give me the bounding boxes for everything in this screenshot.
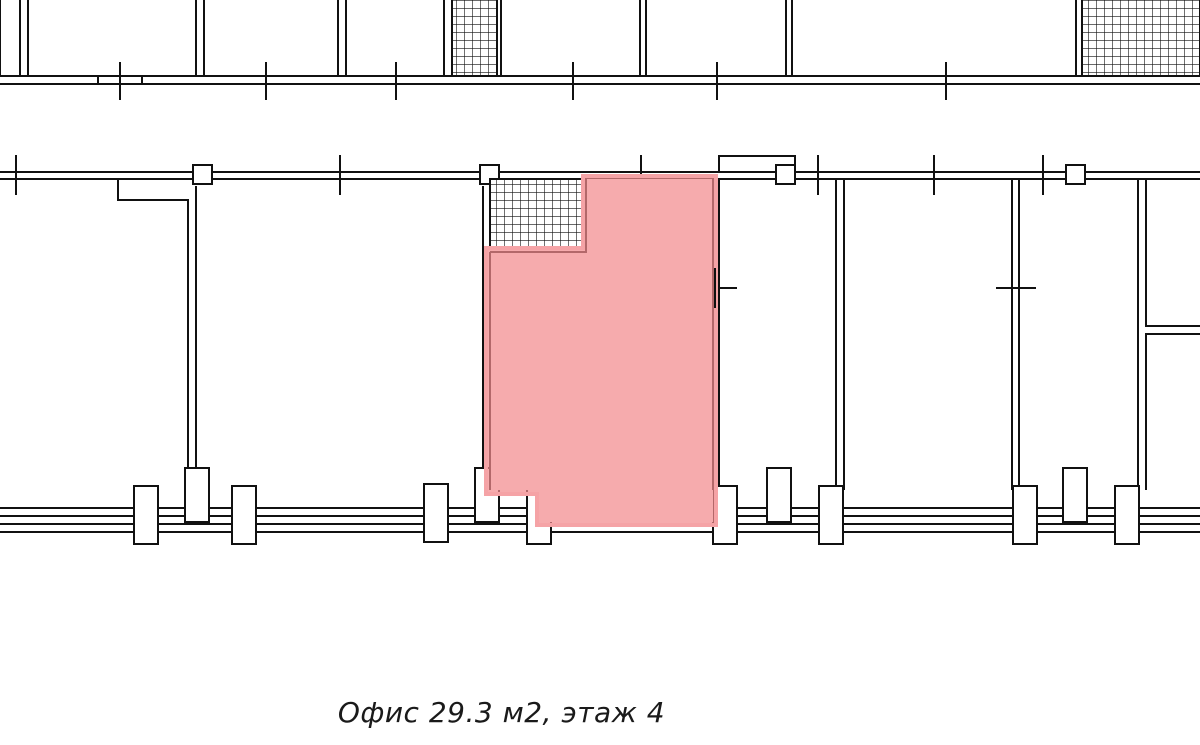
top-door-ticks — [97, 62, 947, 100]
top-hatched-shaft-1 — [451, 0, 498, 77]
corridor-niche — [718, 155, 796, 172]
top-hatched-shaft-2 — [1081, 0, 1200, 77]
plan-caption: Офис 29.3 м2, этаж 4 — [337, 696, 666, 729]
highlighted-office-area[interactable] — [484, 174, 718, 527]
room-1-outline — [0, 178, 189, 470]
room-8-outline — [1145, 333, 1200, 490]
room-3-hatched-shaft — [489, 178, 584, 249]
top-room-row — [0, 0, 1077, 77]
room-7-outline — [1145, 178, 1200, 327]
